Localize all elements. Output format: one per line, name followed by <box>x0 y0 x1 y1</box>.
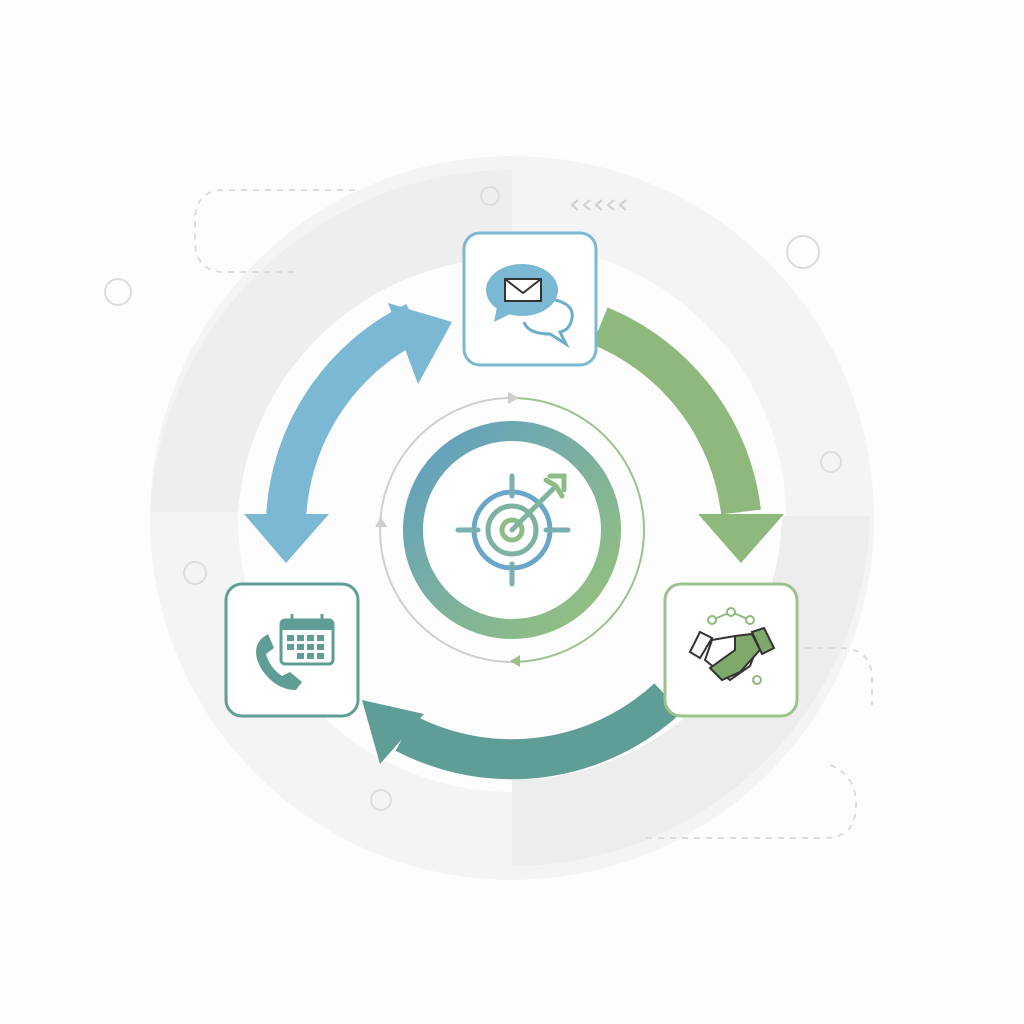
target-arrow-icon <box>455 473 571 587</box>
arrow-blue-double <box>244 303 452 563</box>
node-phone-calendar <box>224 582 360 718</box>
inner-cycle <box>375 392 645 667</box>
arrow-teal <box>362 683 682 780</box>
node-handshake <box>663 582 799 718</box>
decorations <box>104 186 873 839</box>
center-target <box>403 421 621 639</box>
arrow-green <box>592 307 784 563</box>
node-email-chat <box>462 231 598 367</box>
handshake-icon <box>688 607 776 685</box>
email-chat-icon <box>486 264 574 349</box>
phone-calendar-icon <box>256 614 335 690</box>
